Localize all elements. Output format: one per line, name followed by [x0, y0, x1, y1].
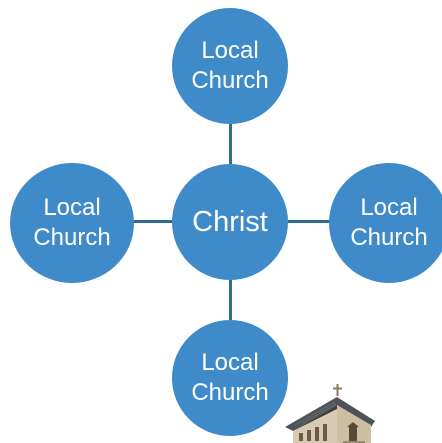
node-label-line: Local: [360, 194, 418, 221]
node-label-line: Local: [43, 194, 101, 221]
center-label: Christ: [192, 206, 268, 238]
node-label-line: Church: [191, 67, 269, 94]
node-label-line: Church: [191, 379, 269, 406]
local-church-node-left: Local Church: [10, 163, 134, 283]
node-label-line: Church: [350, 224, 428, 251]
christ-center-node: Christ: [172, 164, 288, 280]
local-church-node-top: Local Church: [172, 8, 288, 124]
local-church-node-right: Local Church: [329, 163, 442, 283]
church-building-icon: [285, 384, 375, 443]
connector-right: [288, 220, 330, 223]
local-church-node-bottom: Local Church: [172, 320, 288, 436]
node-label-line: Local: [201, 349, 259, 376]
node-label-line: Local: [201, 37, 259, 64]
node-label-line: Church: [33, 224, 111, 251]
connector-left: [133, 220, 173, 223]
connector-bottom: [229, 280, 232, 320]
connector-top: [229, 124, 232, 164]
